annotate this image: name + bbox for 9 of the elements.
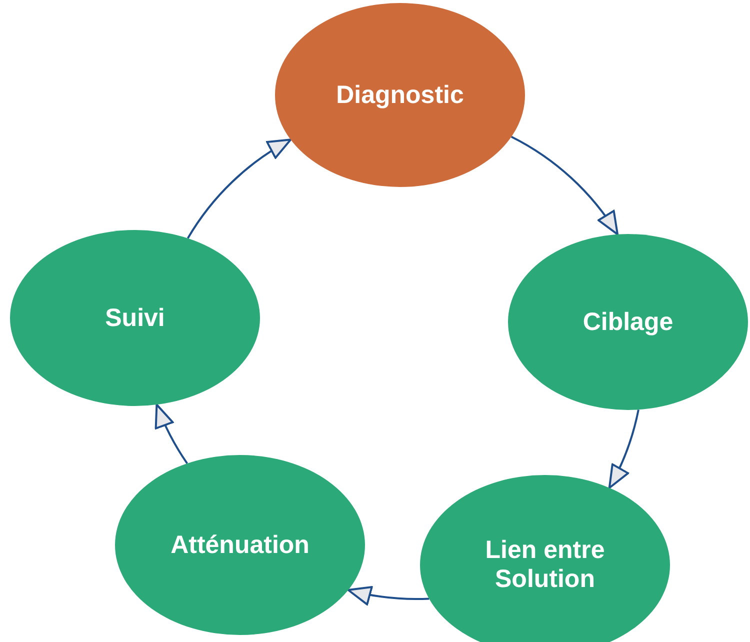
node-label: Ciblage [582,308,674,336]
node-label: Suivi [105,304,165,332]
arrow [347,585,430,605]
arrow [510,136,619,236]
node-label: Diagnostic [336,80,464,110]
arrow [608,409,640,489]
node-label: Lien entre Solution [484,536,606,594]
node-label: Atténuation [170,530,310,560]
arrow [156,404,188,464]
